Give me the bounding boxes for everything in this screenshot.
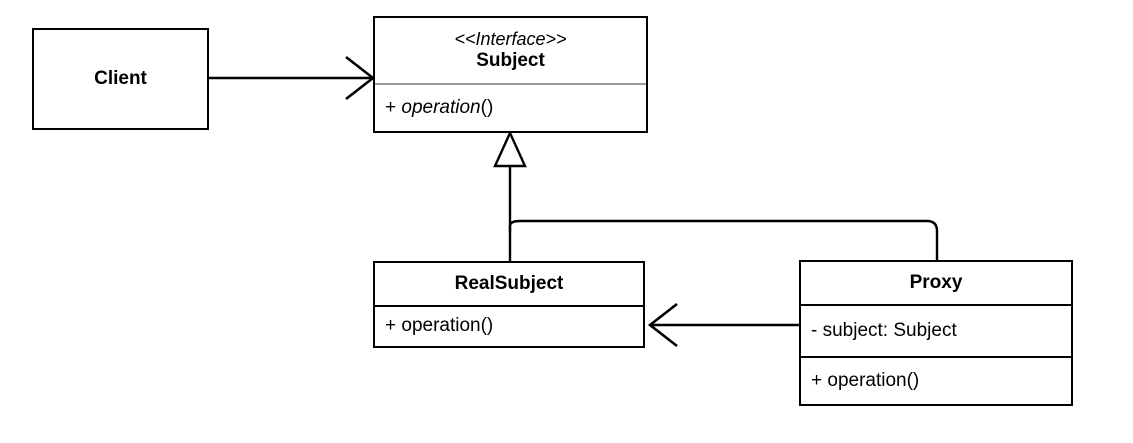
class-name-realsubject: RealSubject [454,273,564,295]
class-box-realsubject[interactable]: RealSubject + operation() [373,261,645,348]
edge-proxy-to-realsubject [647,302,799,348]
class-name-proxy: Proxy [909,271,963,293]
class-header-proxy: Proxy [801,262,1071,304]
operation-proxy-operation: + operation() [811,370,920,392]
class-box-subject[interactable]: <<Interface>> Subject + operation() [373,16,648,133]
edge-client-to-subject [209,55,376,101]
class-name-client: Client [94,68,147,90]
edge-generalization-to-subject [493,130,939,261]
class-operations-subject: + operation() [375,82,646,131]
operation-name: operation [401,96,481,118]
operation-params: () [480,96,494,118]
class-header-subject: <<Interface>> Subject [375,18,646,83]
stereotype-interface: <<Interface>> [454,28,567,49]
class-operations-realsubject: + operation() [375,304,643,346]
class-box-proxy[interactable]: Proxy - subject: Subject + operation() [799,260,1073,406]
class-header-client: Client [34,30,207,128]
class-attributes-proxy: - subject: Subject [801,303,1071,357]
attribute-proxy-subject: - subject: Subject [811,320,957,342]
class-operations-proxy: + operation() [801,356,1071,404]
operation-realsubject-operation: + operation() [385,315,494,337]
class-name-subject: <<Interface>> Subject [454,29,566,72]
class-box-client[interactable]: Client [32,28,209,130]
class-header-realsubject: RealSubject [375,263,643,305]
operation-subject-operation: + operation() [385,97,493,119]
class-name-subject-text: Subject [476,50,545,72]
operation-visibility: + [385,96,397,118]
